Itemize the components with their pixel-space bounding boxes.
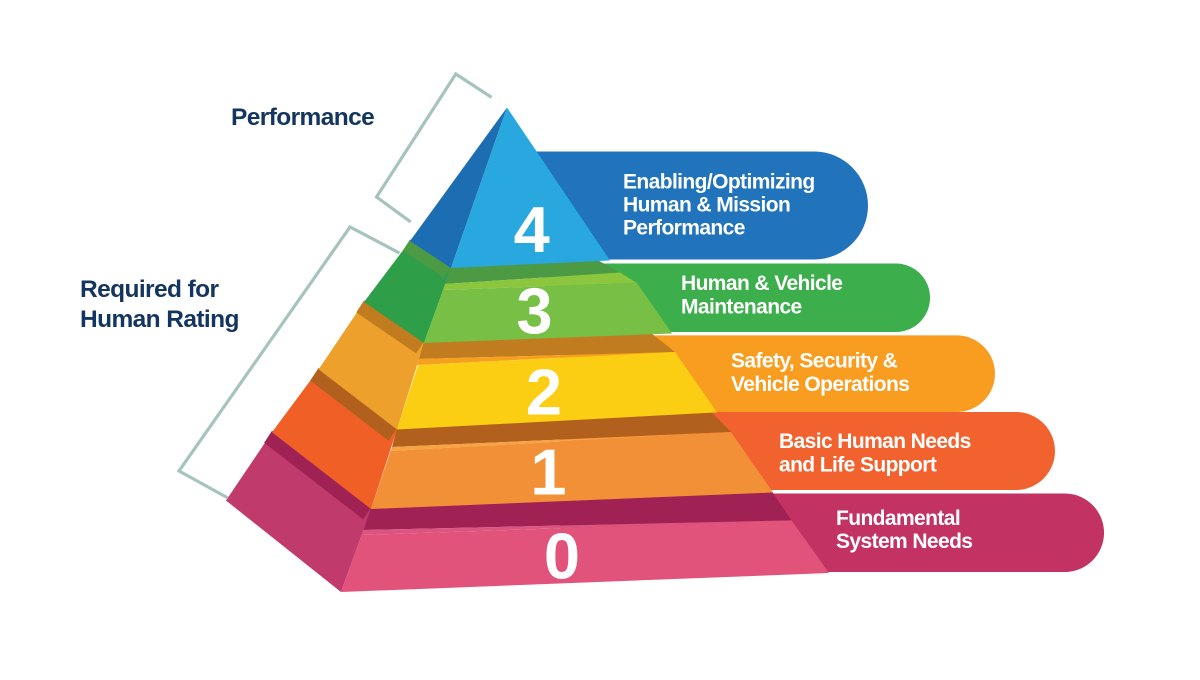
svg-text:Fundamental: Fundamental <box>836 507 960 530</box>
svg-text:Safety, Security &: Safety, Security & <box>731 350 898 373</box>
svg-text:Human & Vehicle: Human & Vehicle <box>681 272 842 295</box>
svg-text:Performance: Performance <box>231 104 374 131</box>
svg-text:0: 0 <box>544 520 580 593</box>
svg-text:Human & Mission: Human & Mission <box>623 194 790 217</box>
svg-text:Performance: Performance <box>623 217 745 240</box>
svg-text:4: 4 <box>514 193 550 266</box>
svg-text:Basic Human Needs: Basic Human Needs <box>779 430 971 453</box>
svg-text:Enabling/Optimizing: Enabling/Optimizing <box>623 171 815 194</box>
svg-text:Required for: Required for <box>80 276 220 303</box>
svg-text:3: 3 <box>516 274 552 347</box>
svg-text:System Needs: System Needs <box>836 530 972 553</box>
svg-text:Human Rating: Human Rating <box>80 306 239 333</box>
svg-text:and Life Support: and Life Support <box>779 454 937 477</box>
svg-text:2: 2 <box>526 356 562 429</box>
svg-text:Maintenance: Maintenance <box>681 296 802 319</box>
svg-text:Vehicle Operations: Vehicle Operations <box>731 373 909 396</box>
svg-text:1: 1 <box>530 436 566 509</box>
